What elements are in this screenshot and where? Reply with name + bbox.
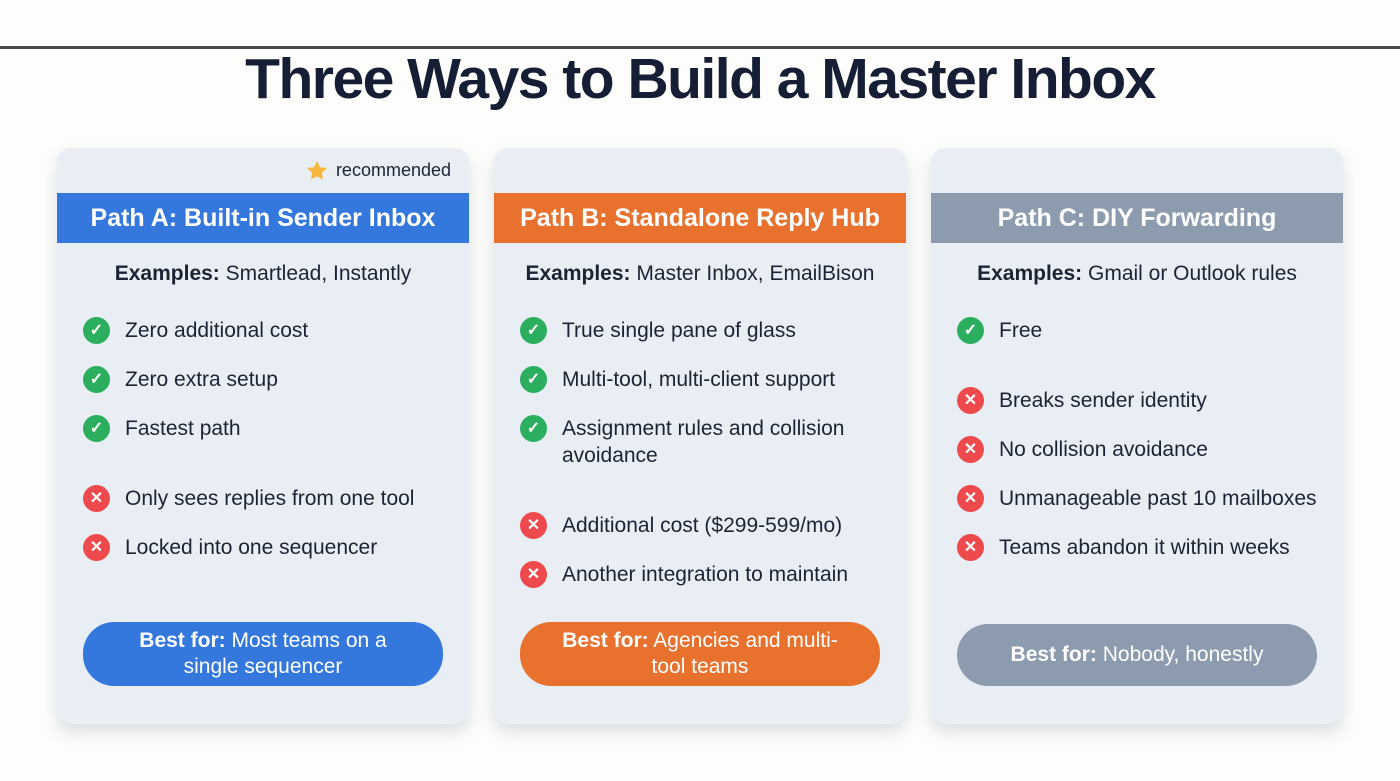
pro-item: ✓ Zero extra setup bbox=[83, 366, 443, 393]
cross-icon: ✕ bbox=[957, 534, 984, 561]
card-path-a: recommended Path A: Built-in Sender Inbo… bbox=[57, 148, 469, 724]
star-icon bbox=[306, 160, 327, 180]
examples-prefix: Examples: bbox=[977, 262, 1083, 285]
card-c-top-zone bbox=[931, 148, 1343, 193]
best-for-value: Agencies and multi-tool teams bbox=[651, 629, 838, 678]
examples-value: Smartlead, Instantly bbox=[225, 262, 412, 285]
page-title: Three Ways to Build a Master Inbox bbox=[245, 47, 1156, 111]
card-b-top-zone bbox=[494, 148, 906, 193]
con-item: ✕ Unmanageable past 10 mailboxes bbox=[957, 485, 1317, 512]
card-path-c: Path C: DIY Forwarding Examples: Gmail o… bbox=[931, 148, 1343, 724]
card-a-examples: Examples: Smartlead, Instantly bbox=[83, 262, 443, 286]
con-item-label: Unmanageable past 10 mailboxes bbox=[999, 487, 1317, 510]
best-for-prefix: Best for: bbox=[139, 629, 226, 652]
card-b-header: Path B: Standalone Reply Hub bbox=[494, 193, 906, 243]
examples-value: Master Inbox, EmailBison bbox=[636, 262, 875, 285]
pro-item: ✓ Zero additional cost bbox=[83, 317, 443, 344]
check-icon: ✓ bbox=[520, 366, 547, 393]
pro-item: ✓ Multi-tool, multi-client support bbox=[520, 366, 880, 393]
con-item-label: Additional cost ($299-599/mo) bbox=[562, 514, 843, 537]
best-for-prefix: Best for: bbox=[1010, 643, 1097, 666]
best-for-value: Nobody, honestly bbox=[1102, 643, 1264, 666]
con-item-label: Another integration to maintain bbox=[562, 563, 849, 586]
check-icon: ✓ bbox=[83, 317, 110, 344]
card-b-examples: Examples: Master Inbox, EmailBison bbox=[520, 262, 880, 286]
card-b-items: ✓ True single pane of glass ✓ Multi-tool… bbox=[520, 317, 880, 610]
recommended-label: recommended bbox=[335, 160, 451, 180]
con-item: ✕ Only sees replies from one tool bbox=[83, 485, 443, 512]
check-icon: ✓ bbox=[520, 317, 547, 344]
card-b-best-for-pill: Best for: Agencies and multi-tool teams bbox=[520, 622, 880, 686]
card-a-items: ✓ Zero additional cost ✓ Zero extra setu… bbox=[83, 317, 443, 583]
examples-prefix: Examples: bbox=[525, 262, 631, 285]
con-item: ✕ Additional cost ($299-599/mo) bbox=[520, 512, 880, 539]
check-icon: ✓ bbox=[957, 317, 984, 344]
card-a-best-for-pill: Best for: Most teams on a single sequenc… bbox=[83, 622, 443, 686]
cross-icon: ✕ bbox=[957, 387, 984, 414]
cross-icon: ✕ bbox=[83, 485, 110, 512]
cross-icon: ✕ bbox=[957, 485, 984, 512]
con-item-label: Breaks sender identity bbox=[999, 389, 1207, 412]
card-c-best-for-pill: Best for: Nobody, honestly bbox=[957, 624, 1317, 686]
pro-item: ✓ Fastest path bbox=[83, 415, 443, 442]
check-icon: ✓ bbox=[520, 415, 547, 442]
pro-item-label: Assignment rules and collision avoidance bbox=[562, 417, 845, 467]
pro-item-label: Zero additional cost bbox=[125, 319, 309, 342]
cross-icon: ✕ bbox=[520, 561, 547, 588]
con-item: ✕ Locked into one sequencer bbox=[83, 534, 443, 561]
check-icon: ✓ bbox=[83, 366, 110, 393]
best-for-prefix: Best for: bbox=[562, 629, 649, 652]
pro-item: ✓ True single pane of glass bbox=[520, 317, 880, 344]
examples-value: Gmail or Outlook rules bbox=[1088, 262, 1297, 285]
card-c-body: Examples: Gmail or Outlook rules ✓ Free … bbox=[931, 243, 1343, 724]
card-c-header: Path C: DIY Forwarding bbox=[931, 193, 1343, 243]
best-for-value: Most teams on a single sequencer bbox=[183, 629, 387, 678]
con-item: ✕ Another integration to maintain bbox=[520, 561, 880, 588]
con-item: ✕ Teams abandon it within weeks bbox=[957, 534, 1317, 561]
card-a-top-zone: recommended bbox=[57, 148, 469, 193]
con-item-label: Only sees replies from one tool bbox=[125, 487, 415, 510]
card-path-b: Path B: Standalone Reply Hub Examples: M… bbox=[494, 148, 906, 724]
pro-item-label: Multi-tool, multi-client support bbox=[562, 368, 836, 391]
cross-icon: ✕ bbox=[957, 436, 984, 463]
examples-prefix: Examples: bbox=[114, 262, 220, 285]
pro-item-label: Zero extra setup bbox=[125, 368, 278, 391]
card-c-examples: Examples: Gmail or Outlook rules bbox=[957, 262, 1317, 286]
check-icon: ✓ bbox=[83, 415, 110, 442]
recommended-badge: recommended bbox=[305, 159, 451, 183]
cross-icon: ✕ bbox=[83, 534, 110, 561]
pro-item: ✓ Free bbox=[957, 317, 1317, 344]
pro-item-label: Fastest path bbox=[125, 417, 241, 440]
pro-item-label: Free bbox=[999, 319, 1043, 342]
card-a-body: Examples: Smartlead, Instantly ✓ Zero ad… bbox=[57, 243, 469, 724]
con-item-label: Teams abandon it within weeks bbox=[999, 536, 1290, 559]
top-edge-bar bbox=[0, 46, 1400, 49]
card-b-body: Examples: Master Inbox, EmailBison ✓ Tru… bbox=[494, 243, 906, 724]
card-c-items: ✓ Free ✕ Breaks sender identity ✕ No col… bbox=[957, 317, 1317, 583]
pro-item: ✓ Assignment rules and collision avoidan… bbox=[520, 415, 880, 469]
con-item-label: No collision avoidance bbox=[999, 438, 1208, 461]
card-a-header: Path A: Built-in Sender Inbox bbox=[57, 193, 469, 243]
con-item: ✕ Breaks sender identity bbox=[957, 387, 1317, 414]
cross-icon: ✕ bbox=[520, 512, 547, 539]
con-item-label: Locked into one sequencer bbox=[125, 536, 378, 559]
pro-item-label: True single pane of glass bbox=[562, 319, 796, 342]
comparison-cards: recommended Path A: Built-in Sender Inbo… bbox=[0, 148, 1400, 724]
con-item: ✕ No collision avoidance bbox=[957, 436, 1317, 463]
